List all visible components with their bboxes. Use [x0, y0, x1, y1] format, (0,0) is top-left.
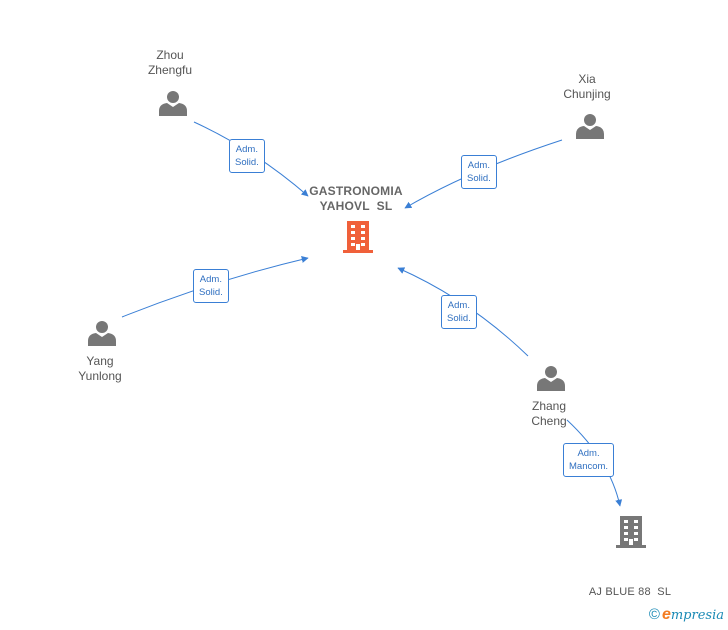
- person-icon-yang[interactable]: [88, 321, 116, 346]
- edge-label-xia: Adm. Solid.: [461, 155, 497, 189]
- edge-label-line: Adm.: [235, 144, 258, 155]
- node-label-line: AJ BLUE 88 SL: [588, 586, 672, 598]
- edge-label-line: Adm.: [467, 160, 490, 171]
- person-icon-xia[interactable]: [576, 114, 604, 139]
- edge-label-zhou: Adm. Solid.: [229, 139, 265, 173]
- node-label-line: Chunjing: [563, 87, 611, 101]
- node-label-zhang[interactable]: Zhang Cheng: [531, 399, 566, 429]
- node-label-gastronomia[interactable]: GASTRONOMIA YAHOVL SL: [309, 184, 403, 214]
- brand-rest: mpresia: [670, 608, 724, 623]
- edge-label-zhang: Adm. Solid.: [441, 295, 477, 329]
- edge-label-line: Solid.: [447, 313, 471, 324]
- edge-label-zhang-ajblue: Adm. Mancom.: [563, 443, 615, 477]
- node-label-line: Zhang: [531, 399, 567, 413]
- node-label-zhou[interactable]: Zhou Zhengfu: [148, 48, 192, 78]
- edge-label-yang: Adm. Solid.: [193, 269, 229, 303]
- node-label-line: Yunlong: [78, 369, 122, 383]
- building-icon-gastronomia[interactable]: [343, 221, 373, 253]
- node-label-yang[interactable]: Yang Yunlong: [78, 354, 121, 384]
- node-label-line: YAHOVL SL: [319, 199, 393, 213]
- edge-label-line: Adm.: [577, 448, 600, 459]
- edge-label-line: Adm.: [447, 300, 470, 311]
- node-label-line: Xia: [578, 72, 596, 86]
- person-icon-zhang[interactable]: [537, 366, 565, 391]
- node-label-ajblue[interactable]: AJ BLUE 88 SL: [589, 555, 671, 615]
- node-label-xia[interactable]: Xia Chunjing: [563, 72, 610, 102]
- node-label-line: Cheng: [531, 414, 567, 428]
- edge-label-line: Solid.: [467, 173, 491, 184]
- node-label-line: Zhou: [156, 48, 184, 62]
- edge-label-line: Adm.: [199, 274, 222, 285]
- edge-label-line: Solid.: [199, 287, 223, 298]
- edge-label-line: Mancom.: [569, 461, 609, 472]
- node-label-line: GASTRONOMIA: [309, 184, 403, 198]
- building-icon-ajblue[interactable]: [616, 516, 646, 548]
- node-label-line: Zhengfu: [147, 63, 193, 77]
- edge-label-line: Solid.: [235, 157, 259, 168]
- node-label-line: Yang: [86, 354, 114, 368]
- copyright-icon: ©: [648, 606, 660, 623]
- empresia-logo: ©empresia: [649, 606, 724, 624]
- brand-e: e: [661, 606, 671, 623]
- person-icon-zhou[interactable]: [159, 91, 187, 116]
